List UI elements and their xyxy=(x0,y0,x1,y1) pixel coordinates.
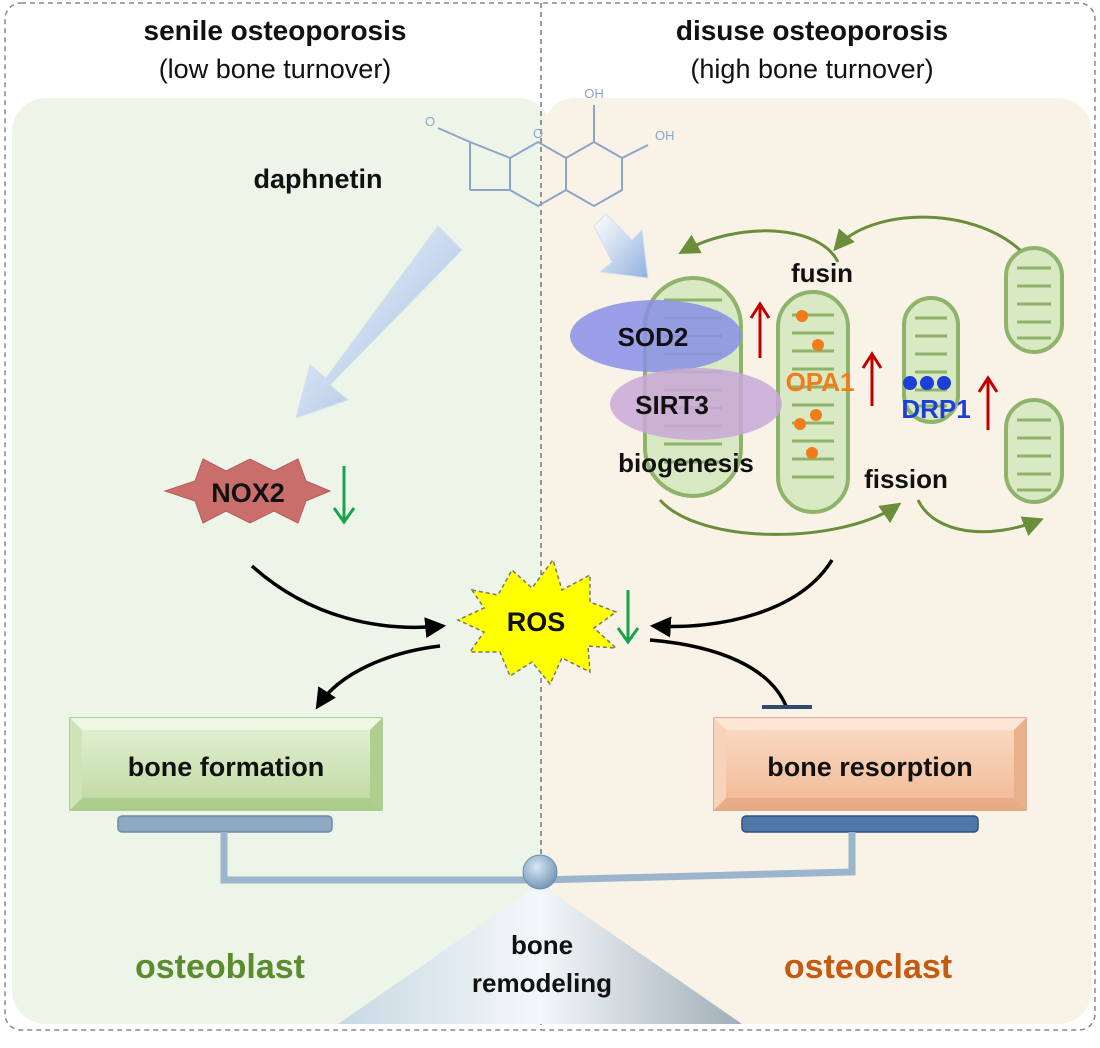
opa1-label: OPA1 xyxy=(786,367,855,397)
fission-label: fission xyxy=(864,464,948,494)
nox2-star xyxy=(163,458,332,524)
fission-arrow-right xyxy=(916,499,1044,536)
sirt3-label: SIRT3 xyxy=(635,390,709,420)
mitochondrion-small-bottom xyxy=(1004,398,1064,504)
osteoclast-label: osteoclast xyxy=(784,948,952,986)
fusion-arrow-left xyxy=(678,229,840,263)
fulcrum-triangle xyxy=(338,884,742,1024)
daphnetin-structure xyxy=(437,105,649,208)
carbonyl-oxygen-label: O xyxy=(425,114,435,129)
outer-frame xyxy=(4,2,1096,1031)
left-panel-title: senile osteoporosis xyxy=(144,15,407,46)
opa1-dots xyxy=(794,310,824,459)
sod2-ellipse xyxy=(570,300,742,372)
left-beam xyxy=(220,832,540,884)
sod2-label: SOD2 xyxy=(618,322,689,352)
balance-scale xyxy=(117,815,979,1024)
ros-burst xyxy=(456,558,619,686)
right-beam xyxy=(539,832,856,884)
bone-formation-box xyxy=(69,717,383,811)
right-panel-subtitle: (high bone turnover) xyxy=(690,54,933,84)
bone-remodeling-label-line2: remodeling xyxy=(472,968,612,998)
daphnetin-to-mitochondria-arrow xyxy=(593,213,649,279)
left-panel-background xyxy=(12,98,552,1024)
mitochondria-to-ros-arrow xyxy=(649,559,834,638)
mitochondrion-tall xyxy=(776,290,850,514)
nox2-label: NOX2 xyxy=(211,478,285,508)
daphnetin-to-nox2-arrow xyxy=(295,225,463,419)
bone-resorption-label: bone resorption xyxy=(767,752,973,782)
biogenesis-label: biogenesis xyxy=(618,448,754,478)
ring-oxygen-label: O xyxy=(533,126,543,141)
bone-formation-label: bone formation xyxy=(128,752,325,782)
drp1-up-arrowhead xyxy=(977,375,999,393)
left-panel-subtitle: (low bone turnover) xyxy=(159,54,392,84)
osteoblast-label: osteoblast xyxy=(135,948,305,986)
ros-inhibits-resorption xyxy=(649,638,788,707)
pivot xyxy=(522,854,558,890)
daphnetin-label: daphnetin xyxy=(254,164,383,194)
ros-down-arrowhead xyxy=(616,627,640,645)
right-plate xyxy=(741,815,979,833)
fusin-label: fusin xyxy=(791,258,853,288)
right-panel-title: disuse osteoporosis xyxy=(676,15,948,46)
nox2-to-ros-arrow xyxy=(250,564,447,639)
drp1-label: DRP1 xyxy=(901,394,970,424)
opa1-up-arrowhead xyxy=(861,351,883,369)
ros-to-formation-arrow xyxy=(315,644,441,710)
mitochondrion-small-top xyxy=(1004,246,1064,354)
nox2-down-arrowhead xyxy=(332,507,356,525)
fusion-arrow-right xyxy=(833,215,1022,252)
drp1-dots xyxy=(903,376,951,390)
bone-resorption-box xyxy=(713,717,1027,811)
sod2-up-arrowhead xyxy=(749,301,771,319)
oh-label-top: OH xyxy=(584,86,604,101)
bone-remodeling-label-line1: bone xyxy=(511,930,573,960)
ros-label: ROS xyxy=(507,607,566,637)
sirt3-ellipse xyxy=(610,368,782,440)
mitochondrion-medium xyxy=(902,296,960,424)
oh-label-right: OH xyxy=(655,128,675,143)
fission-arrow-left xyxy=(658,499,902,536)
left-plate xyxy=(117,815,333,833)
